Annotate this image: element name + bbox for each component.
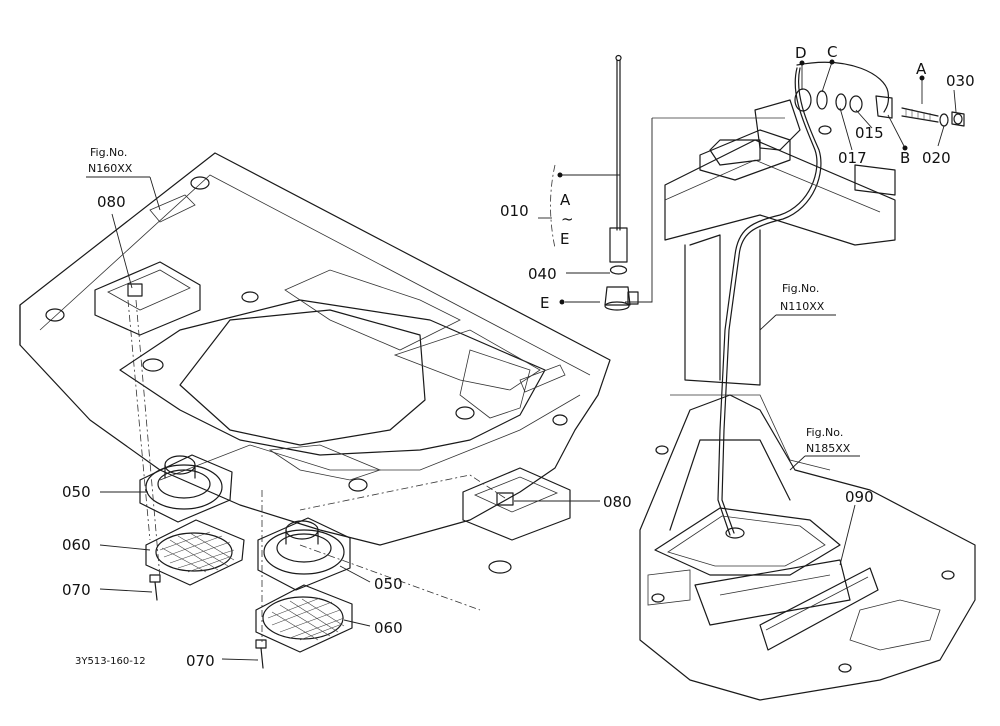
label-ref-e: E: [540, 294, 549, 312]
label-080-right: 080: [603, 493, 632, 511]
fig-ref-pillar-number: N110XX: [780, 300, 825, 313]
label-ref-c: C: [827, 43, 837, 61]
label-ref-a: A: [916, 60, 927, 78]
label-060-left: 060: [62, 536, 91, 554]
label-070-left: 070: [62, 581, 91, 599]
leader-dots: [559, 59, 925, 305]
fig-ref-pillar-title: Fig.No.: [782, 282, 819, 295]
speaker-right: [257, 517, 351, 591]
antenna-rod: [604, 54, 639, 311]
fig-ref-roof-number: N160XX: [88, 162, 133, 175]
fig-ref-console-number: N185XX: [806, 442, 851, 455]
range-tilde: ~: [561, 210, 574, 228]
label-017: 017: [838, 149, 867, 167]
range-start-a: A: [560, 191, 571, 209]
label-040: 040: [528, 265, 557, 283]
label-010: 010: [500, 202, 529, 220]
label-090: 090: [845, 488, 874, 506]
range-bracket: [550, 164, 556, 249]
console: [639, 394, 976, 701]
label-050-right: 050: [374, 575, 403, 593]
range-end-e: E: [560, 230, 569, 248]
label-015: 015: [855, 124, 884, 142]
leader-lines: [86, 61, 957, 661]
fig-ref-console-title: Fig.No.: [806, 426, 843, 439]
screws: [149, 574, 267, 669]
cable-hardware: [794, 88, 965, 127]
fig-ref-roof-title: Fig.No.: [90, 146, 127, 159]
label-020: 020: [922, 149, 951, 167]
grille-left: [145, 519, 245, 586]
roof-panel: [19, 152, 611, 574]
grille-right: [255, 584, 353, 653]
figure-code: 3Y513-160-12: [75, 656, 146, 667]
cab-pillar: [625, 99, 896, 471]
label-080-left: 080: [97, 193, 126, 211]
label-ref-b: B: [900, 149, 910, 167]
label-050-left: 050: [62, 483, 91, 501]
label-070-right: 070: [186, 652, 215, 670]
assembly-line-left: [127, 299, 151, 541]
speaker-left: [139, 454, 233, 523]
label-ref-d: D: [795, 44, 807, 62]
label-060-right: 060: [374, 619, 403, 637]
label-030: 030: [946, 72, 975, 90]
